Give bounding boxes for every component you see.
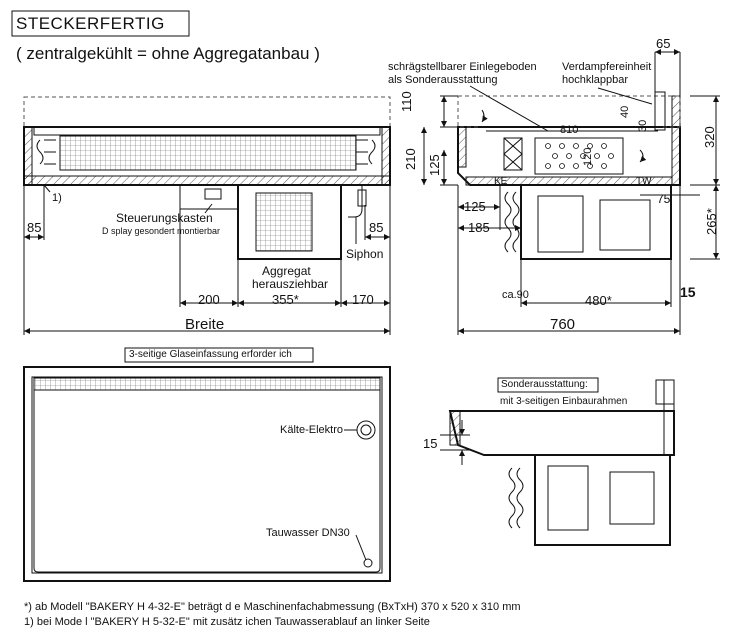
unit-label-1: Aggregat: [262, 264, 311, 278]
footnote-star: *) ab Modell "BAKERY H 4-32-E" beträgt d…: [24, 601, 521, 613]
special-view: [440, 377, 675, 546]
label-ke: KE: [494, 176, 508, 187]
side-view: [421, 49, 720, 335]
plan-outline: [23, 366, 391, 582]
dim-40: 40: [619, 105, 631, 118]
kaelte-elektro-label: Kälte-Elektro: [280, 424, 343, 436]
glass-note: 3-seitige Glaseinfassung erforder ich: [129, 349, 292, 360]
unit-compartment: [237, 184, 342, 260]
glass-note-box: [124, 347, 314, 363]
evaporator-label-1: Verdampfereinheit: [562, 61, 652, 73]
dim-ca90: ca.90: [502, 289, 529, 301]
label-tw: TW: [636, 176, 652, 187]
siphon-pipe: [348, 185, 363, 218]
dim-185: 185: [468, 220, 490, 235]
special-subtitle: mit 3-seitigen Einbaurahmen: [500, 396, 628, 407]
dim-355: 355*: [272, 292, 299, 307]
dim-120: 120: [582, 147, 594, 166]
dim-760: 760: [550, 316, 576, 333]
dim-110: 110: [399, 91, 414, 112]
side-unit-compartment: [520, 184, 672, 260]
dim-15-side: 15: [680, 284, 696, 300]
shelf-label-2: als Sonderausstattung: [388, 74, 498, 86]
plan-view: [23, 347, 391, 582]
dim-200: 200: [198, 292, 220, 307]
evaporator-label-2: hochklappbar: [562, 74, 629, 86]
note-marker-1: 1): [52, 192, 62, 204]
footnote-one: 1) bei Mode l "BAKERY H 5-32-E" mit zusä…: [24, 616, 430, 628]
dim-480: 480*: [585, 293, 612, 308]
front-view: [23, 96, 391, 335]
title: STECKERFERTIG: [16, 14, 165, 33]
dim-left: 85: [27, 220, 42, 235]
display-note: D splay gesondert montierbar: [102, 226, 221, 236]
control-box-label: Steuerungskasten: [116, 211, 213, 225]
dim-65: 65: [656, 36, 671, 51]
dim-75: 75: [657, 192, 671, 206]
dim-15-special: 15: [423, 436, 438, 451]
dim-width: Breite: [185, 316, 225, 333]
dim-30: 30: [637, 119, 649, 132]
glass-top-outline: [23, 96, 391, 128]
dim-265: 265*: [704, 208, 719, 235]
unit-label-2: herausziehbar: [252, 277, 329, 291]
subtitle: ( zentralgekühlt = ohne Aggregatanbau ): [16, 44, 320, 63]
tauwasser-label: Tauwasser DN30: [266, 527, 350, 539]
evaporator-grid: [59, 135, 357, 171]
dim-170: 170: [352, 292, 374, 307]
dim-125-vertical: 125: [427, 154, 442, 176]
dim-125: 125: [464, 199, 486, 214]
shelf-label-1: schrägstellbarer Einlegeboden: [388, 61, 537, 73]
dim-right: 85: [369, 220, 384, 235]
dim-810: 810: [560, 124, 579, 136]
special-title-box: [497, 377, 599, 393]
siphon-label: Siphon: [346, 247, 384, 261]
dim-320: 320: [702, 126, 717, 148]
dim-210: 210: [403, 148, 418, 170]
special-title: Sonderausstattung:: [501, 379, 588, 390]
title-box: [11, 10, 190, 37]
